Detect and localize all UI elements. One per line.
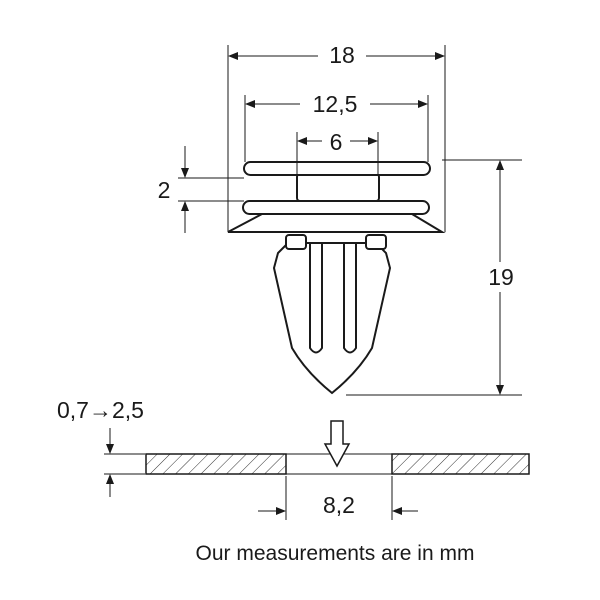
stem-width-label: 6 [330, 129, 343, 155]
clip-lower-disc [242, 200, 430, 215]
units-caption: Our measurements are in mm [196, 542, 475, 565]
inner-width-label: 12,5 [313, 91, 358, 117]
panel-section [145, 453, 530, 475]
dimension-hole-diameter [258, 476, 418, 520]
clip-right-slot [343, 243, 357, 354]
dimension-panel-thickness [104, 428, 145, 497]
panel-left [145, 453, 287, 475]
clip-left-slot [309, 243, 323, 354]
panel-right [391, 453, 530, 475]
clip-legs [272, 242, 392, 395]
down-arrow-icon [323, 420, 351, 468]
clip-right-shoulder [365, 234, 387, 250]
clip-body [227, 161, 446, 395]
overall-width-label: 18 [329, 42, 355, 68]
dimension-gap-height [178, 146, 244, 233]
clip-umbrella [227, 213, 446, 233]
clip-upper-disc [243, 161, 431, 176]
hole-diameter-label: 8,2 [323, 492, 355, 518]
clip-stem [296, 173, 380, 202]
total-height-label: 19 [488, 264, 514, 290]
panel-thickness-label: 0,7→2,5 [57, 397, 144, 423]
clip-left-shoulder [285, 234, 307, 250]
gap-height-label: 2 [158, 177, 171, 203]
